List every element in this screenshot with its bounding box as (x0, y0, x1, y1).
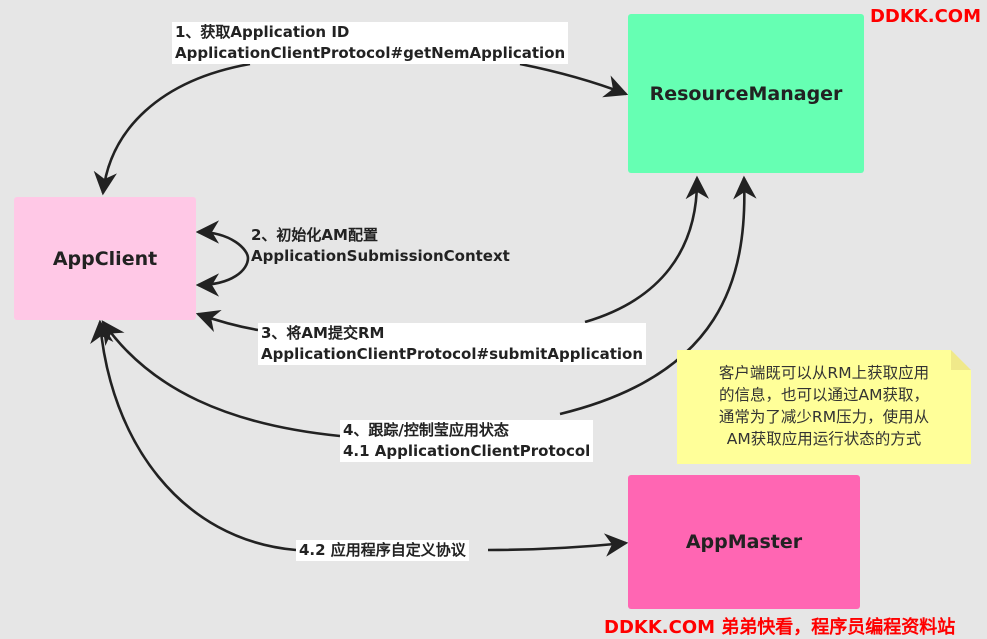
edge-step1-to-rm (519, 62, 629, 98)
edge-label-step1: 1、获取Application ID ApplicationClientProt… (172, 22, 569, 64)
edge-label-step1-line2: ApplicationClientProtocol#getNemApplicat… (175, 44, 566, 62)
watermark-top: DDKK.COM (869, 6, 981, 27)
edge-label-step42: 4.2 应用程序自定义协议 (296, 540, 469, 561)
edge-label-step4-line2: 4.1 ApplicationClientProtocol (343, 442, 591, 460)
edge-label-step2-line1: 2、初始化AM配置 (251, 226, 378, 244)
note-line-2: 的信息，也可以通过AM获取， (719, 386, 929, 404)
edge-label-step4: 4、跟踪/控制莹应用状态 4.1 ApplicationClientProtoc… (340, 420, 594, 462)
watermark-bottom: DDKK.COM 弟弟快看，程序员编程资料站 (604, 617, 956, 638)
node-app-master: AppMaster (628, 475, 860, 609)
edge-step42-to-client (90, 319, 297, 552)
note-line-1: 客户端既可以从RM上获取应用 (718, 364, 930, 382)
note-line-4: AM获取应用运行状态的方式 (726, 430, 922, 448)
sticky-note: 客户端既可以从RM上获取应用 的信息，也可以通过AM获取， 通常为了减少RM压力… (677, 350, 971, 464)
node-resource-manager-label: ResourceManager (649, 82, 843, 105)
edge-step4-to-rm (559, 175, 757, 416)
edge-step2-self-loop (195, 220, 250, 297)
edge-step42-to-master (487, 533, 629, 557)
node-app-client: AppClient (14, 197, 196, 320)
edge-label-step3-line2: ApplicationClientProtocol#submitApplicat… (261, 345, 644, 363)
note-line-3: 通常为了减少RM压力，使用从 (718, 408, 930, 426)
edge-label-step2-line2: ApplicationSubmissionContext (251, 247, 510, 265)
edge-step4-to-client (101, 320, 341, 438)
edge-label-step1-line1: 1、获取Application ID (175, 23, 350, 41)
edge-step1-to-client (93, 62, 251, 196)
note-fold-corner (951, 350, 971, 370)
edge-step3-to-client (195, 309, 259, 333)
edge-label-step42-line1: 4.2 应用程序自定义协议 (299, 541, 466, 559)
node-resource-manager: ResourceManager (628, 14, 864, 173)
node-app-client-label: AppClient (52, 247, 158, 270)
edge-label-step3-line1: 3、将AM提交RM (261, 324, 385, 342)
edge-label-step4-line1: 4、跟踪/控制莹应用状态 (343, 421, 509, 439)
node-app-master-label: AppMaster (685, 531, 803, 553)
edge-label-step2: 2、初始化AM配置 ApplicationSubmissionContext (248, 225, 513, 267)
edge-step3-to-rm (584, 175, 709, 324)
edge-label-step3: 3、将AM提交RM ApplicationClientProtocol#subm… (258, 323, 647, 365)
